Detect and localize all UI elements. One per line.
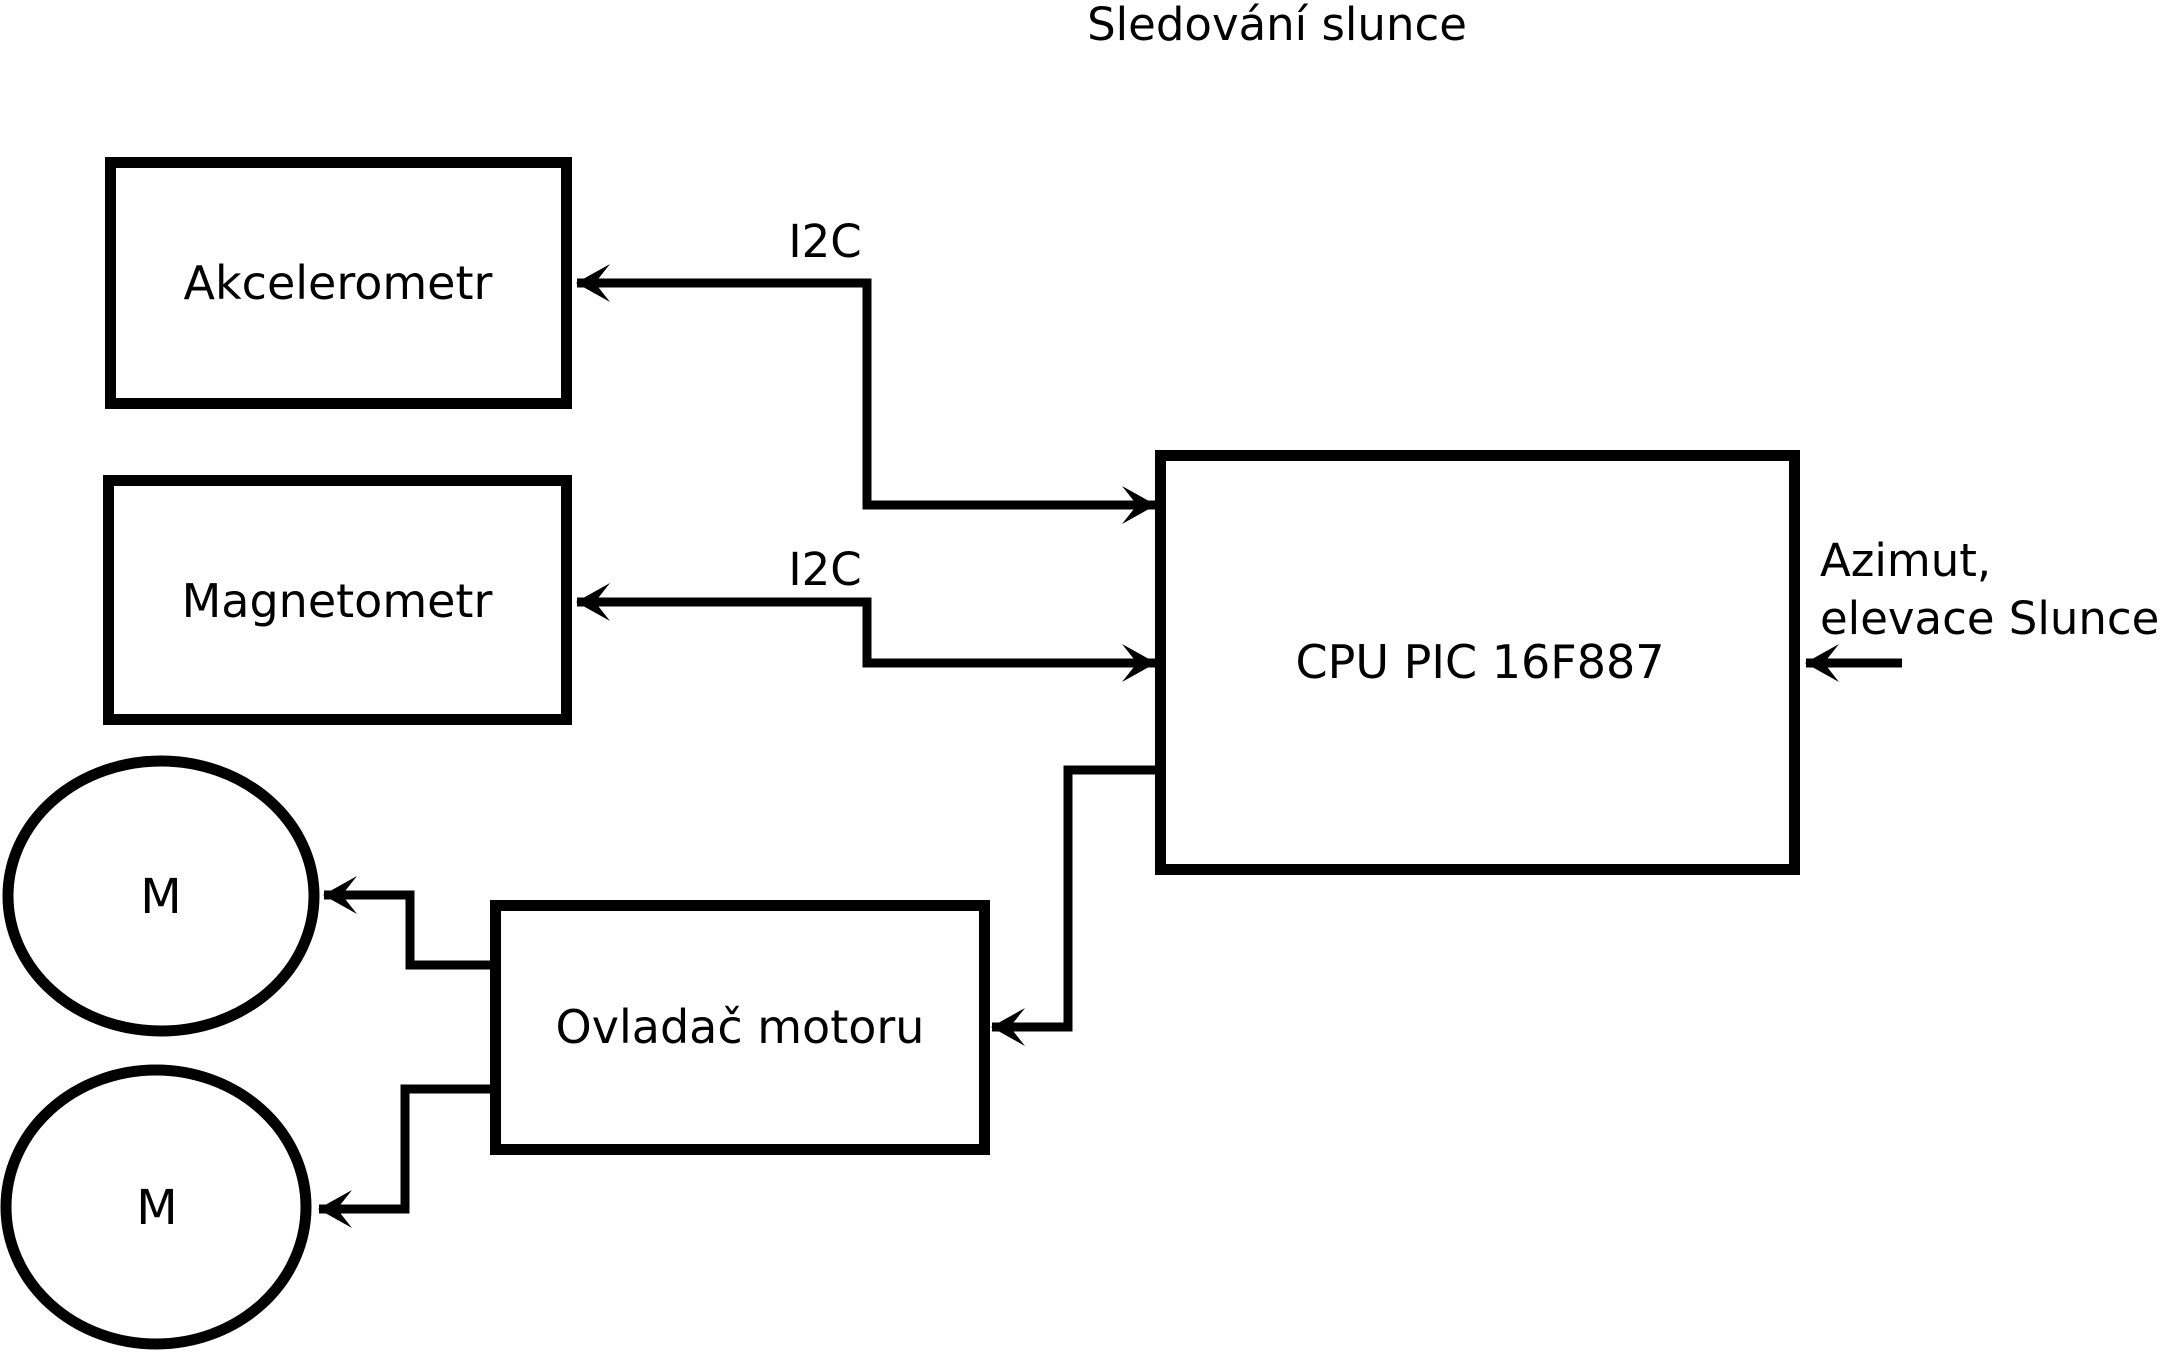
akcelerometr-box [105,157,572,409]
cpu-box [1155,450,1800,875]
ovladac-motoru-label: Ovladač motoru [556,1000,925,1054]
i2c-label-magnetometr: I2C [788,543,861,596]
azimut-input-label-line1: Azimut, [1820,534,1991,587]
edge-cpu-to-magnetometr [576,583,1156,682]
i2c-label-akcelerometr: I2C [788,215,861,268]
motor-2-label: M [136,1180,177,1236]
magnetometr-label: Magnetometr [182,574,493,628]
akcelerometr-label: Akcelerometr [184,256,493,310]
diagram-title: Sledování slunce [1087,0,1467,51]
edge-cpu-to-ovladac [991,765,1155,1046]
motor-1-label: M [140,869,181,925]
azimut-input-label-line2: elevace Slunce [1820,592,2159,645]
magnetometr-box [103,475,572,725]
cpu-label: CPU PIC 16F887 [1296,635,1665,689]
ovladac-motoru-box [490,900,990,1155]
motor-1-circle [2,755,320,1037]
edge-cpu-to-akcelerometr [576,264,1156,524]
motor-2-circle [0,1064,312,1350]
edge-ovladac-to-motor-2 [318,1084,490,1228]
edge-ovladac-to-motor-1 [323,876,490,970]
